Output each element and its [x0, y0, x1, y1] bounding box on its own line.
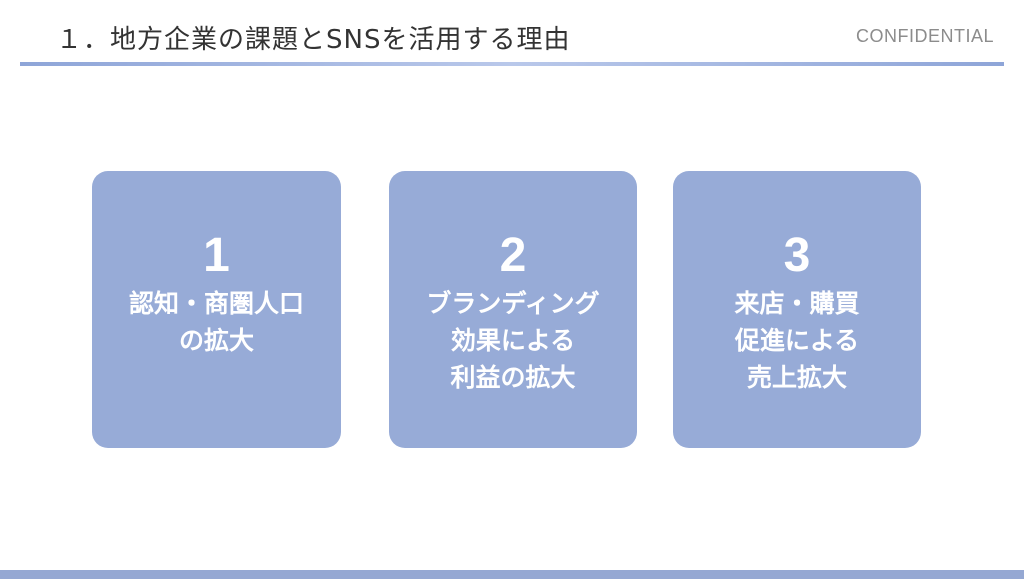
- card-number: 1: [203, 229, 230, 282]
- card-text: 来店・購買 促進による 売上拡大: [673, 285, 921, 396]
- card-number: 2: [499, 229, 527, 282]
- card-line: 利益の拡大: [450, 363, 576, 392]
- card-line: ブランディング: [426, 289, 600, 318]
- reason-card-3: 3 来店・購買 促進による 売上拡大: [673, 171, 921, 448]
- card-line: 来店・購買: [734, 289, 860, 318]
- card-line: 認知・商圏人口: [128, 289, 304, 318]
- page-title: １．地方企業の課題とSNSを活用する理由: [56, 25, 571, 55]
- card-line: 促進による: [734, 326, 860, 355]
- card-text: ブランディング 効果による 利益の拡大: [389, 285, 637, 396]
- card-line: 効果による: [450, 326, 576, 355]
- title-divider: [20, 62, 1004, 66]
- reason-card-1: 1 認知・商圏人口 の拡大: [92, 171, 341, 448]
- footer-bar: [0, 570, 1024, 579]
- card-text: 認知・商圏人口 の拡大: [92, 285, 341, 359]
- confidential-label: CONFIDENTIAL: [855, 26, 994, 46]
- card-line: 売上拡大: [746, 363, 847, 392]
- reason-card-2: 2 ブランディング 効果による 利益の拡大: [389, 171, 637, 448]
- card-number: 3: [783, 229, 811, 282]
- card-line: の拡大: [178, 326, 254, 355]
